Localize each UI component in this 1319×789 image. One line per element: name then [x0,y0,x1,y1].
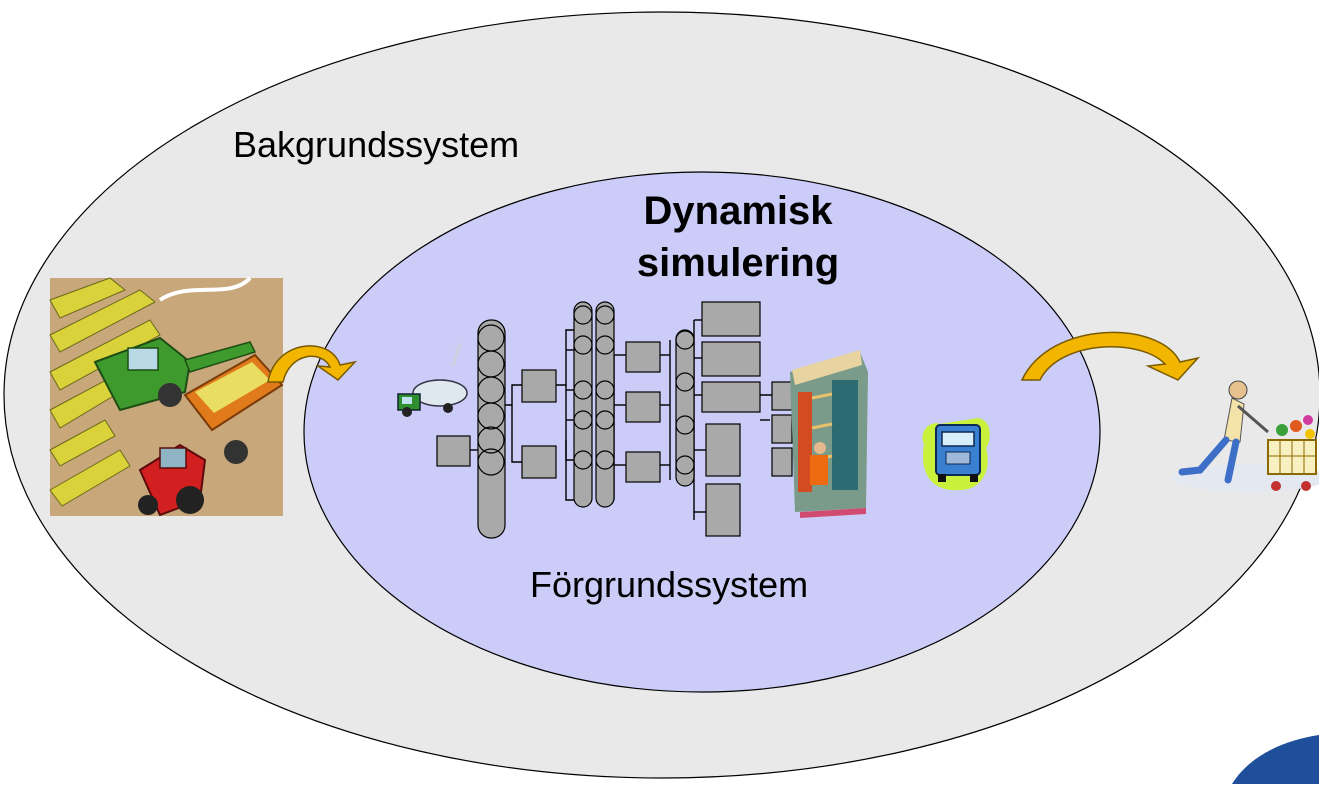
harvester-tractor-icon [49,276,284,517]
dynamic-simulation-title-line1: Dynamisk [643,189,833,233]
dynamic-simulation-title-line2: simulering [636,241,840,285]
corner-logo-shape [1232,735,1319,784]
shopper-with-cart-icon [1172,380,1319,492]
curved-arrow-icon [1020,331,1201,381]
foreground-system-ellipse [303,171,1101,693]
tanker-truck-icon [397,342,468,417]
curved-arrow-icon [267,345,358,383]
warehouse-worker-icon [790,350,868,518]
delivery-truck-icon [922,418,990,491]
background-system-label: Bakgrundssystem [233,124,520,165]
process-network [436,301,793,539]
dynamic-simulation-title: Dynamisk simulering [608,185,868,289]
foreground-system-label: Förgrundssystem [530,564,809,605]
